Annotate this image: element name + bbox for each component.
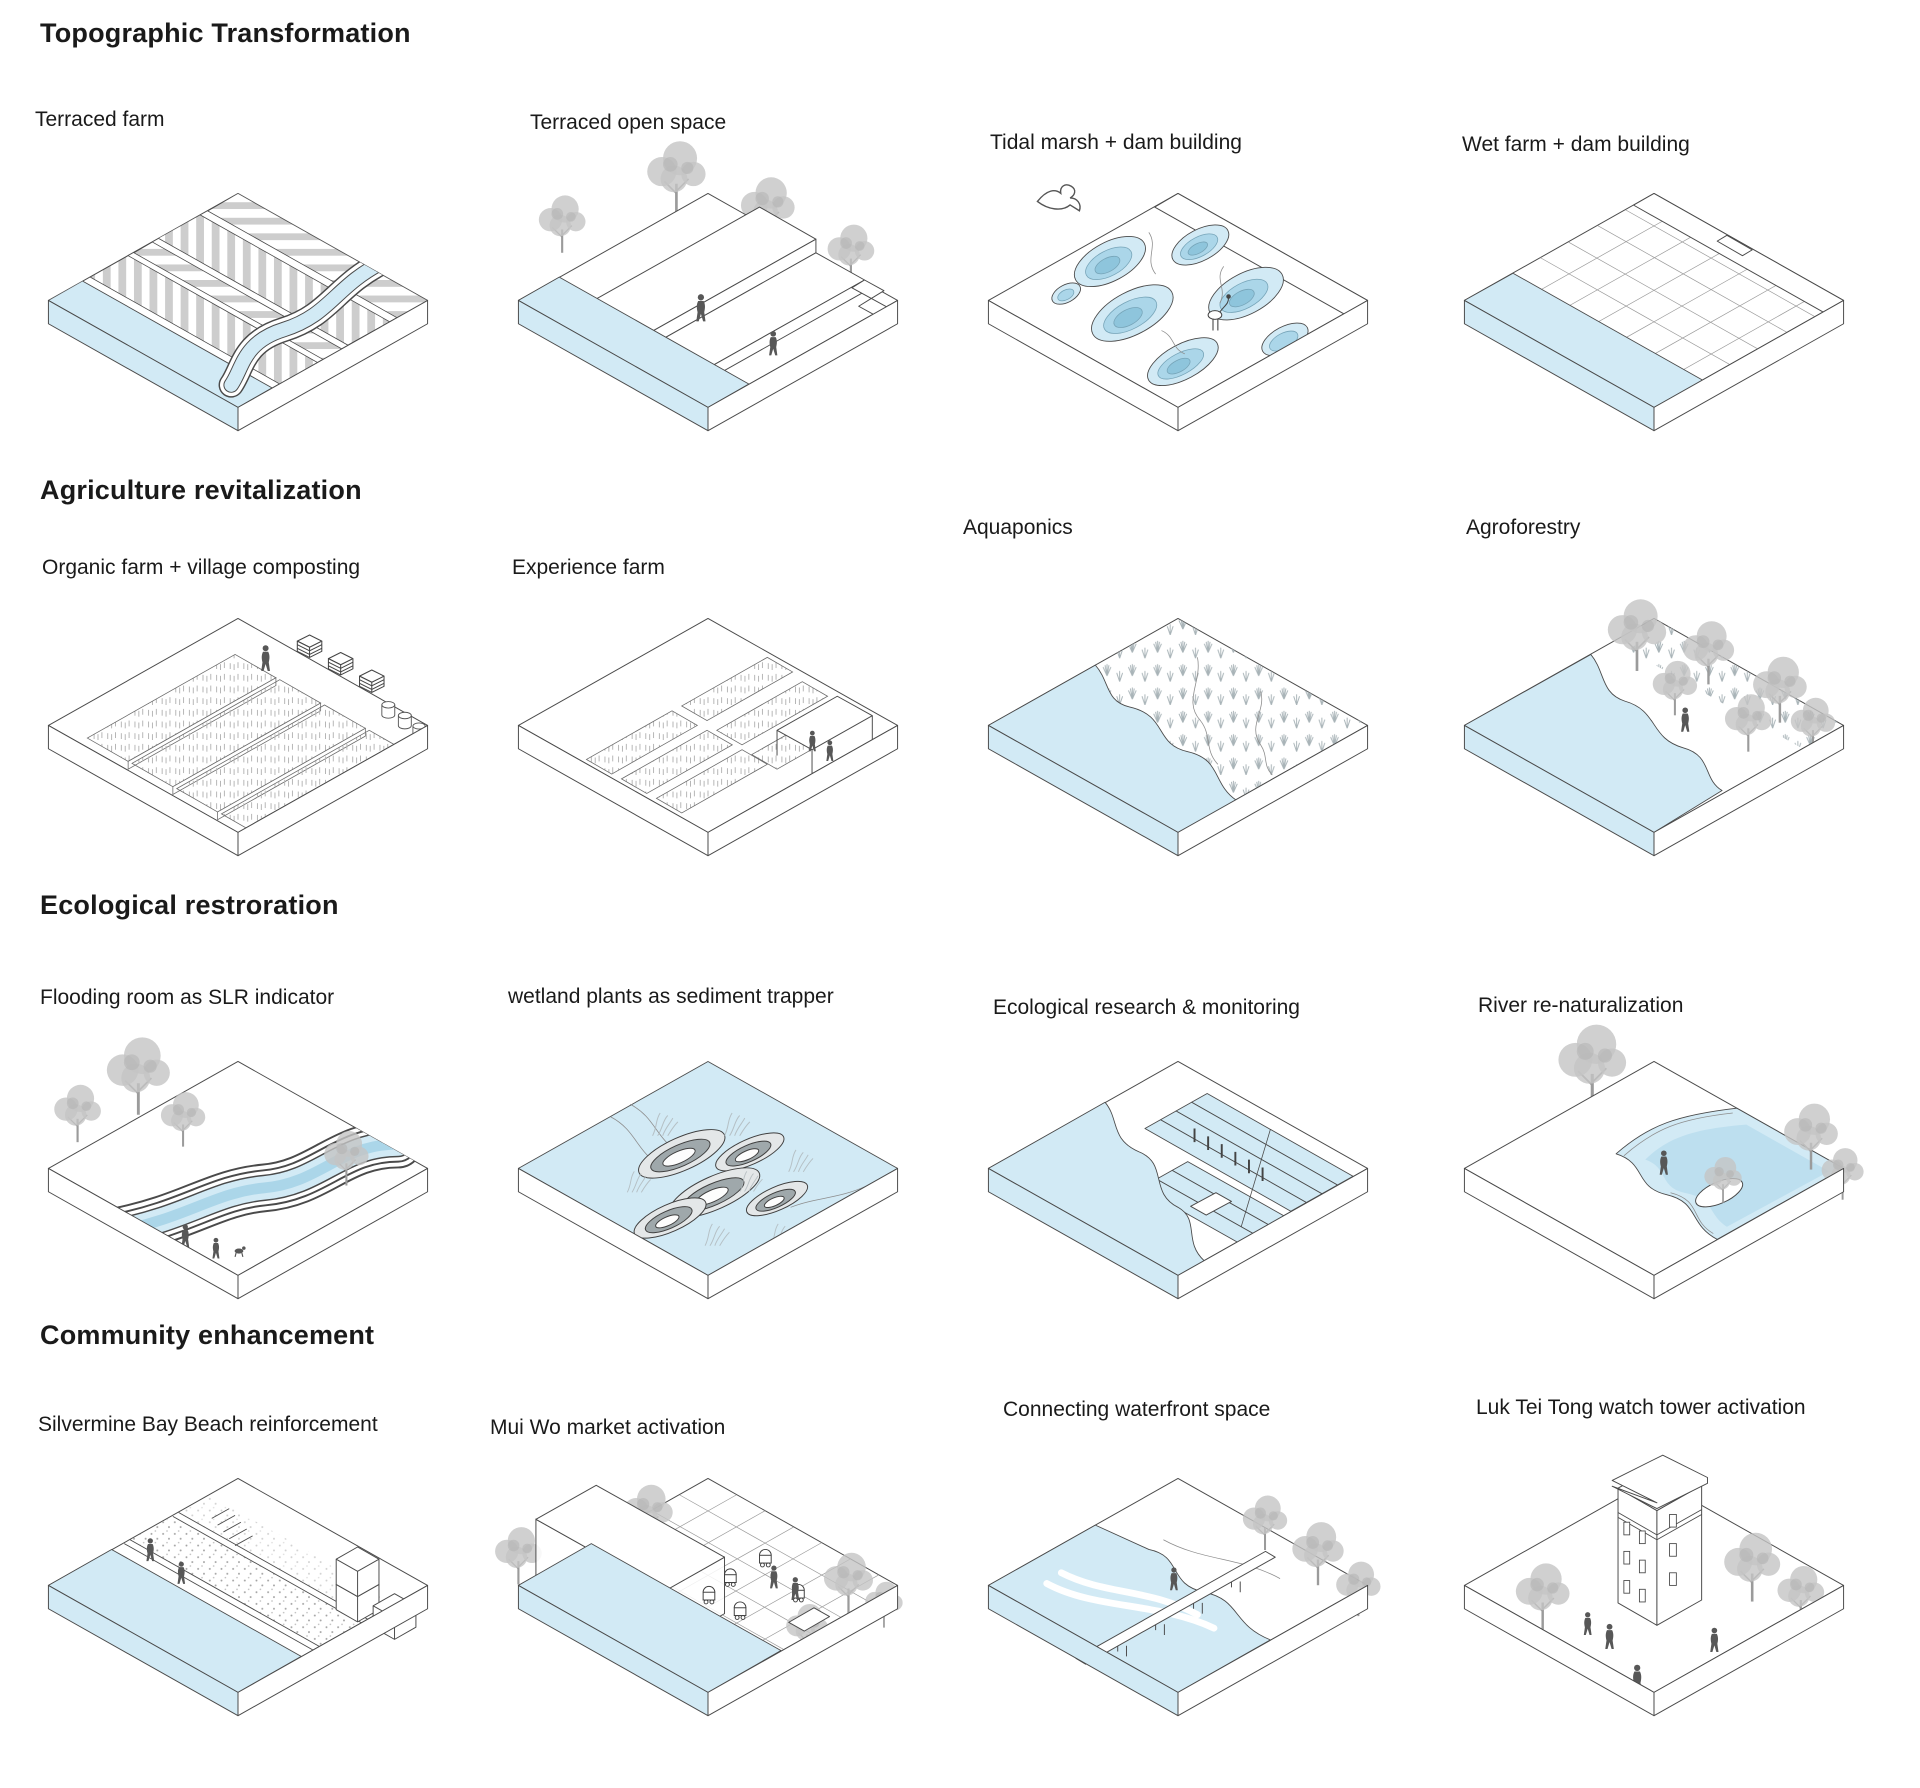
- dam-notch: [1716, 234, 1753, 257]
- figure-cell: [8, 1008, 468, 1360]
- figure-label: Ecological research & monitoring: [993, 996, 1300, 1019]
- flooding-room-slr-figure: [47, 1035, 429, 1300]
- figure-cell: [1424, 1425, 1884, 1777]
- crop-beds: [86, 653, 411, 833]
- organic-farm-composting-figure: [47, 617, 429, 857]
- river-renaturalization-figure: [1463, 1023, 1865, 1300]
- tower-cap: [1611, 1454, 1708, 1510]
- figure-label: Aquaponics: [963, 516, 1073, 539]
- figure-label: wetland plants as sediment trapper: [508, 985, 834, 1008]
- figure-cell: [948, 1425, 1408, 1777]
- water-surface: [517, 1061, 899, 1276]
- figure-cell: [478, 1008, 938, 1360]
- mui-wo-market-figure: [494, 1477, 904, 1717]
- section-heading-agriculture: Agriculture revitalization: [40, 475, 362, 505]
- figure-cell: [478, 565, 938, 917]
- figure-cell: [8, 565, 468, 917]
- section-heading-topographic: Topographic Transformation: [40, 18, 411, 48]
- bank-line: [1163, 1539, 1281, 1579]
- beach-steps: [211, 1508, 253, 1546]
- luk-tei-tong-tower-figure: [1463, 1454, 1845, 1717]
- monitoring-posts: [1193, 1128, 1264, 1182]
- dog-icon: [234, 1246, 246, 1258]
- ecological-research-monitoring-figure: [987, 1060, 1369, 1300]
- water-area: [987, 664, 1237, 833]
- figure-label: Silvermine Bay Beach reinforcement: [38, 1413, 378, 1436]
- sediment-islands: [633, 1129, 809, 1239]
- research-plots: [1140, 1093, 1354, 1249]
- experience-farm-figure: [517, 617, 899, 857]
- stream: [1463, 654, 1723, 833]
- reed-field: [1095, 618, 1368, 801]
- figure-cell: [8, 1425, 468, 1777]
- section-heading-ecological: Ecological restroration: [40, 890, 339, 920]
- figure-label: Tidal marsh + dam building: [990, 131, 1242, 154]
- figure-label: Agroforestry: [1466, 516, 1581, 539]
- watch-tower: [1611, 1454, 1708, 1626]
- figure-cell: [948, 565, 1408, 917]
- aquaponics-figure: [987, 617, 1369, 857]
- figure-label: River re-naturalization: [1478, 994, 1684, 1017]
- figure-cell: [1424, 1008, 1884, 1360]
- figure-label: Mui Wo market activation: [490, 1416, 726, 1439]
- channel-lines: [1148, 232, 1225, 355]
- figure-cell: [478, 139, 938, 492]
- figure-label: Terraced farm: [35, 108, 165, 131]
- section-heading-community: Community enhancement: [40, 1320, 375, 1350]
- figure-label: Flooding room as SLR indicator: [40, 986, 335, 1009]
- figure-label: Organic farm + village composting: [42, 556, 361, 579]
- wet-farm-dam-figure: [1463, 192, 1845, 432]
- figure-cell: [478, 1425, 938, 1777]
- figure-label: Terraced open space: [530, 111, 727, 134]
- research-panel: [1190, 1192, 1232, 1216]
- tidal-marsh-dam-figure: [987, 184, 1369, 432]
- pavilion: [776, 695, 873, 775]
- channel-lines: [1192, 657, 1273, 776]
- marsh-ponds: [1051, 224, 1309, 387]
- figure-cell: [948, 1008, 1408, 1360]
- figure-label: Experience farm: [512, 556, 665, 579]
- tower-windows: [1623, 1514, 1677, 1603]
- wetland-sediment-trapper-figure: [517, 1061, 899, 1300]
- silvermine-bay-beach-figure: [47, 1477, 429, 1717]
- bank-contours: [1623, 1112, 1733, 1234]
- stream: [218, 248, 397, 398]
- waterfront-connection-figure: [987, 1477, 1382, 1717]
- figure-cell: [8, 140, 468, 492]
- figure-label: Luk Tei Tong watch tower activation: [1476, 1396, 1806, 1419]
- figure-cell: [1424, 565, 1884, 917]
- bench: [788, 1607, 831, 1632]
- terrace-bands: [48, 193, 428, 408]
- water-area: [987, 1101, 1205, 1276]
- terraced-farm-figure: [47, 192, 429, 432]
- figure-cell: [1424, 140, 1884, 492]
- agroforestry-figure: [1463, 597, 1845, 857]
- reed-field: [1627, 626, 1844, 749]
- terraced-open-space-figure: [517, 139, 899, 432]
- figure-cell: [948, 140, 1408, 492]
- figure-label: Wet farm + dam building: [1462, 133, 1690, 156]
- figure-label: Connecting waterfront space: [1003, 1398, 1271, 1421]
- egret-icon: [1207, 294, 1231, 331]
